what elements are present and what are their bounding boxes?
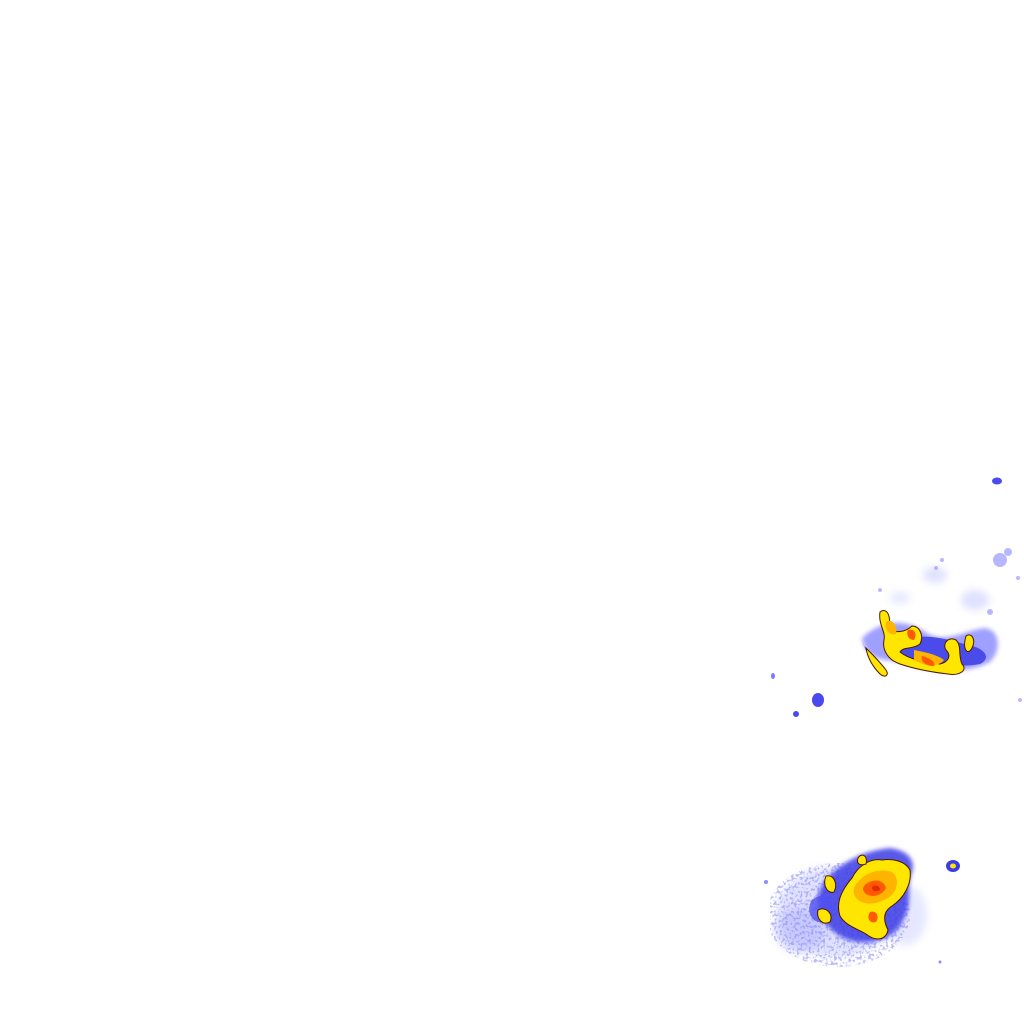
echo-scattered-light <box>878 548 1022 702</box>
storm-cell-southeast <box>770 848 927 967</box>
echo-small-northeast <box>992 477 1002 485</box>
storm-cell-east <box>862 548 1022 702</box>
echo-heavy-core <box>865 610 975 677</box>
echo-light-outer <box>890 567 989 610</box>
echo-small-southeast <box>764 860 960 964</box>
echo-intense-core <box>885 620 944 666</box>
echo-extreme-core <box>853 870 897 923</box>
echo-small-west <box>771 673 824 717</box>
